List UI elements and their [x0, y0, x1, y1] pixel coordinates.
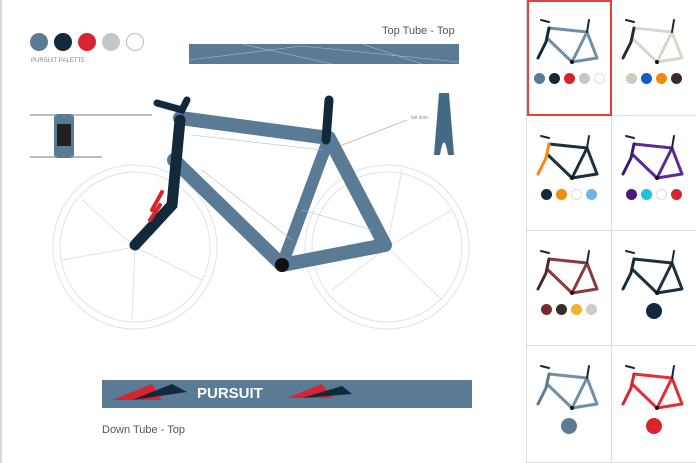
wheels — [52, 164, 470, 330]
palette-swatches — [30, 33, 144, 51]
color-swatch — [548, 73, 560, 84]
palette-swatch — [102, 33, 120, 51]
palette-swatch — [30, 33, 48, 51]
color-swatch — [571, 304, 582, 315]
colorway-thumbnail[interactable] — [612, 0, 696, 116]
color-swatch — [656, 189, 667, 200]
down-tube-label: Down Tube - Top — [102, 424, 185, 436]
color-swatch — [656, 73, 667, 84]
color-swatch — [561, 418, 577, 434]
color-swatch — [641, 189, 652, 200]
bike-illustration — [30, 43, 472, 408]
tail-icon-label: tail icon — [411, 115, 428, 121]
design-canvas: PURSUIT PALETTE Top Tube - Top Down Tube… — [0, 0, 472, 463]
top-tube-graphic — [189, 44, 459, 64]
color-swatch — [671, 189, 682, 200]
frame — [129, 95, 392, 272]
frame-thumbnail — [621, 250, 684, 295]
color-swatch — [646, 303, 662, 319]
color-swatch — [556, 304, 567, 315]
color-swatch — [593, 73, 605, 84]
color-swatch — [626, 73, 637, 84]
colorway-thumbnail[interactable] — [612, 346, 696, 463]
palette-swatch — [78, 33, 96, 51]
color-swatch — [541, 189, 552, 200]
color-swatch — [586, 189, 597, 200]
colorway-thumbnail[interactable] — [612, 231, 696, 346]
color-swatch — [586, 304, 597, 315]
palette-swatch — [54, 33, 72, 51]
color-swatch — [641, 73, 652, 84]
color-swatch — [541, 304, 552, 315]
brand-logo: PURSUIT — [197, 385, 263, 402]
colorway-grid — [526, 0, 696, 463]
frame-thumbnail — [621, 365, 684, 410]
colorway-thumbnail[interactable] — [612, 116, 696, 231]
colorway-thumbnail[interactable] — [527, 0, 612, 116]
palette-label: PURSUIT PALETTE — [31, 58, 86, 64]
color-swatch — [646, 418, 662, 434]
colorway-thumbnail[interactable] — [527, 231, 612, 346]
color-swatch — [671, 73, 682, 84]
top-tube-label: Top Tube - Top — [382, 25, 455, 37]
frame-thumbnail — [536, 135, 599, 180]
frame-thumbnail — [621, 135, 684, 180]
frame-thumbnail — [536, 19, 599, 64]
color-swatch — [533, 73, 545, 84]
color-swatch — [563, 73, 575, 84]
color-swatch — [626, 189, 637, 200]
colorway-thumbnail[interactable] — [527, 116, 612, 231]
down-tube-graphic — [102, 380, 472, 408]
frame-thumbnail — [536, 365, 599, 410]
color-swatch — [556, 189, 567, 200]
tail-icon-graphic — [434, 93, 454, 155]
palette-swatch — [126, 33, 144, 51]
frame-thumbnail — [536, 250, 599, 295]
color-swatch — [578, 73, 590, 84]
colorway-thumbnail[interactable] — [527, 346, 612, 463]
frame-thumbnail — [621, 19, 684, 64]
color-swatch — [571, 189, 582, 200]
